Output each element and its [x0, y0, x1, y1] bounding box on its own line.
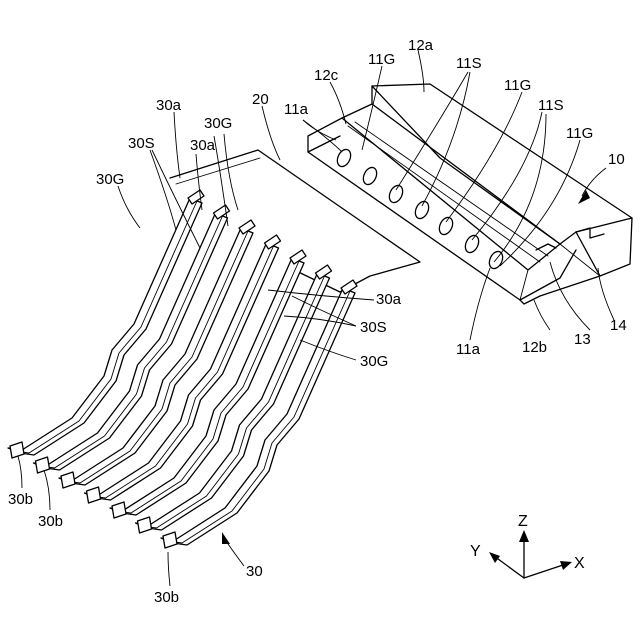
label-30a-3: 30a	[376, 291, 402, 308]
label-30g-3: 30G	[360, 353, 388, 370]
label-30g-1: 30G	[204, 115, 232, 132]
label-30g-2: 30G	[96, 171, 124, 188]
leader-lines	[18, 50, 614, 586]
label-13: 13	[574, 331, 591, 348]
label-14: 14	[610, 317, 627, 334]
coordinate-axes: Z Y X	[470, 513, 585, 578]
label-11g-3: 11G	[566, 125, 593, 142]
label-12a: 12a	[408, 37, 434, 54]
lead-top-tab	[265, 235, 281, 249]
label-20: 20	[252, 91, 269, 108]
label-11a-1: 11a	[284, 101, 309, 118]
label-30s-1: 30S	[128, 135, 155, 152]
label-11s-2: 11S	[538, 97, 564, 114]
lead-foot-tab	[87, 487, 101, 503]
label-30b-1: 30b	[8, 491, 33, 508]
axis-x-label: X	[574, 555, 585, 572]
label-30s-2: 30S	[360, 319, 387, 336]
label-11s-1: 11S	[456, 55, 482, 72]
label-30a-1: 30a	[156, 97, 182, 114]
axis-z-label: Z	[518, 513, 528, 530]
lead-top-tab	[239, 220, 255, 234]
lead-top-tab	[341, 280, 357, 294]
lead-foot-tab	[138, 517, 152, 533]
label-12c: 12c	[314, 67, 339, 84]
label-10: 10	[608, 151, 625, 168]
label-12b: 12b	[522, 339, 547, 356]
axis-y-label: Y	[470, 543, 481, 560]
label-30b-3: 30b	[154, 589, 179, 606]
lead-foot-tab	[163, 532, 177, 548]
label-11a-2: 11a	[456, 341, 481, 358]
lead-foot-tab	[61, 472, 75, 488]
label-30: 30	[246, 563, 263, 580]
label-30b-2: 30b	[38, 513, 63, 530]
lead-top-tab	[316, 265, 332, 279]
lead-top-tab	[290, 250, 306, 264]
lead-foot-tab	[112, 502, 126, 518]
leadframe-30	[8, 190, 357, 548]
lead-foot-tab	[10, 442, 24, 458]
label-30a-2: 30a	[190, 137, 216, 154]
lead-top-tab	[188, 190, 204, 204]
lead-foot-tab	[36, 457, 50, 473]
label-11g-1: 11G	[368, 51, 395, 68]
label-11g-2: 11G	[504, 77, 531, 94]
reference-labels: 12a 11G 11S 11G 11S 11G 12c 11a 10 11a 1…	[8, 37, 627, 606]
